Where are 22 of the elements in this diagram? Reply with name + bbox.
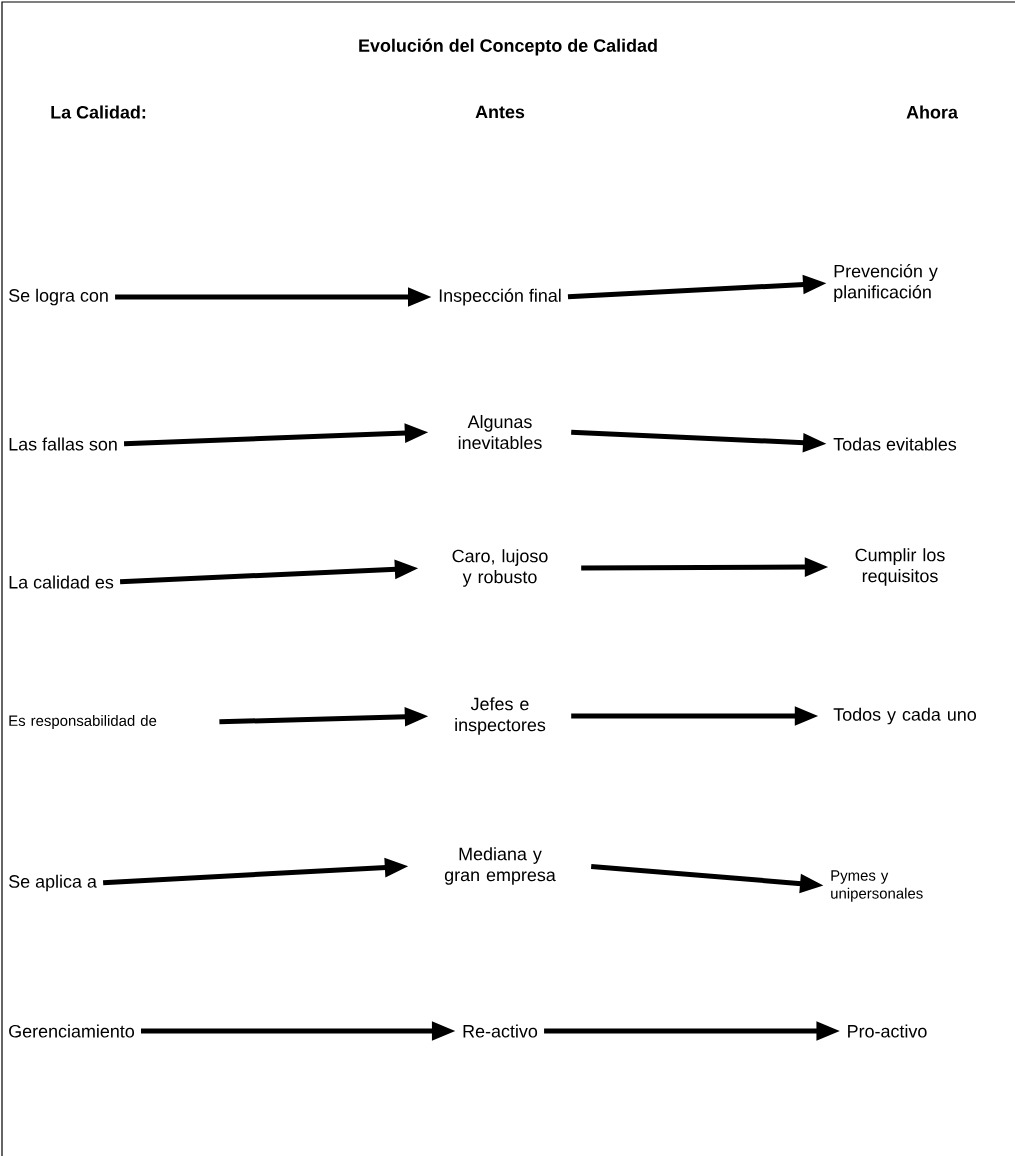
row-text: Inspección final	[439, 288, 561, 306]
row-text: Mediana y gran empresa	[444, 847, 556, 885]
row-text: La calidad es	[9, 575, 114, 589]
row-text: Gerenciamiento	[9, 1024, 134, 1038]
title: Evolución del Concepto de Calidad	[359, 38, 657, 56]
row-text: Prevención y planificación	[834, 264, 938, 302]
column-heading: Ahora	[906, 105, 958, 119]
column-heading: Antes	[475, 105, 525, 119]
column-heading: La Calidad:	[51, 105, 146, 119]
row-text: Re-activo	[463, 1024, 538, 1038]
row-text: Las fallas son	[9, 437, 117, 451]
row-text: Pymes y unipersonales	[831, 870, 923, 902]
row-text: Todos y cada uno	[833, 707, 976, 725]
row-text: Todas evitables	[833, 437, 957, 451]
row-text: Algunas inevitables	[458, 414, 542, 450]
row-text: Se logra con	[9, 288, 108, 306]
row-text: Es responsabilidad de	[9, 715, 157, 729]
row-text: Jefes e inspectores	[455, 697, 546, 735]
row-text: Cumplir los requisitos	[855, 548, 945, 586]
row-text: Caro, lujoso y robusto	[452, 549, 548, 587]
row-text: Se aplica a	[9, 874, 97, 892]
row-text: Pro-activo	[848, 1024, 927, 1038]
